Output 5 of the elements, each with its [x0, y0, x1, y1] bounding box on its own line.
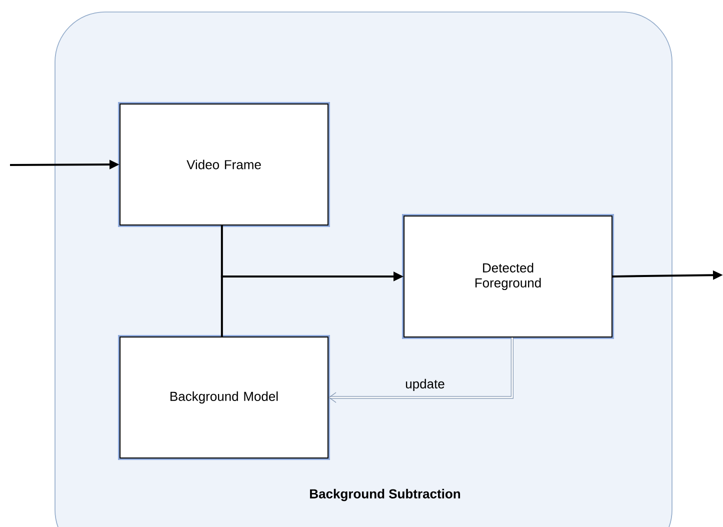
edge-label: update [404, 378, 446, 392]
process-box: Video Frame [118, 102, 330, 227]
process-box: Detected Foreground [402, 214, 614, 339]
process-box: Background Model [118, 335, 330, 460]
arrow [328, 337, 514, 403]
